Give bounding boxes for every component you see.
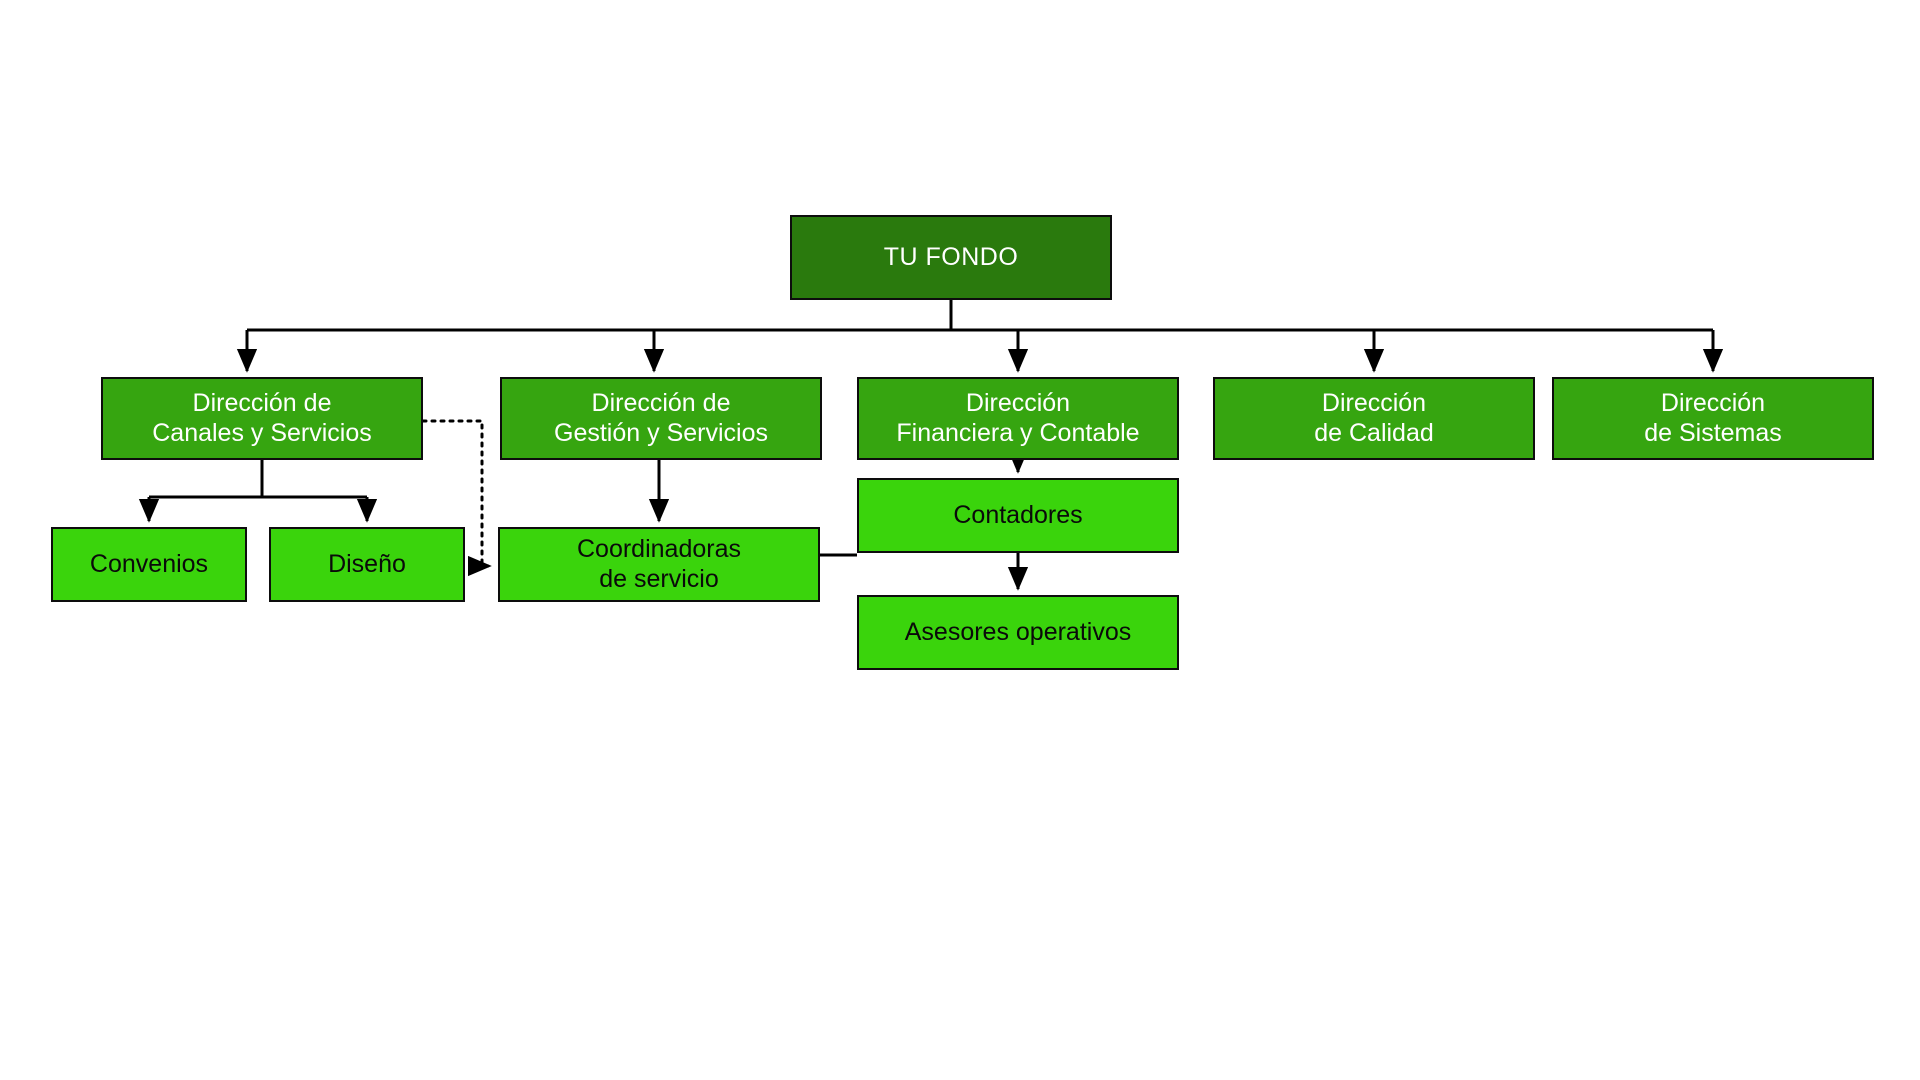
node-direccion-gestion-y-servicios[interactable]: Dirección de Gestión y Servicios [500,377,822,460]
node-direccion-de-calidad[interactable]: Dirección de Calidad [1213,377,1535,460]
node-direccion-canales-y-servicios[interactable]: Dirección de Canales y Servicios [101,377,423,460]
node-asesores-operativos[interactable]: Asesores operativos [857,595,1179,670]
node-diseno[interactable]: Diseño [269,527,465,602]
node-direccion-de-sistemas[interactable]: Dirección de Sistemas [1552,377,1874,460]
node-direccion-financiera-y-contable[interactable]: Dirección Financiera y Contable [857,377,1179,460]
node-tu-fondo[interactable]: TU FONDO [790,215,1112,300]
node-convenios[interactable]: Convenios [51,527,247,602]
node-coordinadoras-de-servicio[interactable]: Coordinadoras de servicio [498,527,820,602]
node-contadores[interactable]: Contadores [857,478,1179,553]
